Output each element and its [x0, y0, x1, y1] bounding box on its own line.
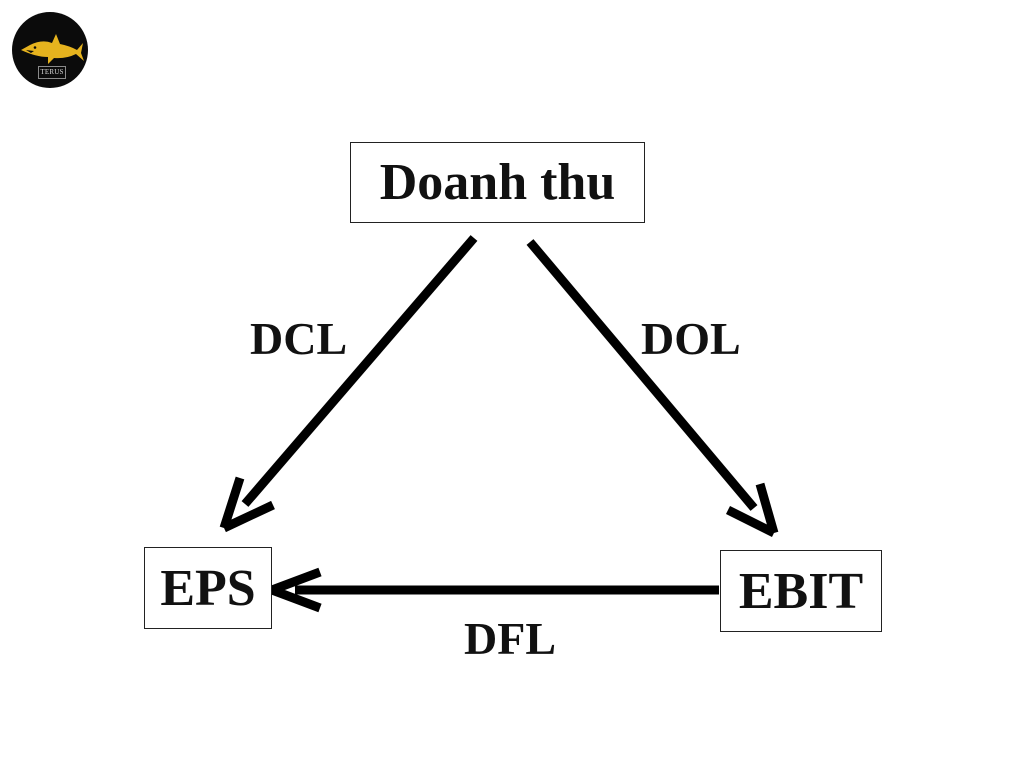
- arrow-dcl: [241, 235, 478, 507]
- arrowhead-dfl: [270, 567, 322, 613]
- arrowhead-dol: [725, 482, 779, 538]
- logo-text: TERUS: [38, 66, 66, 79]
- arrowhead-dcl: [219, 476, 275, 533]
- label-dfl: DFL: [464, 613, 556, 664]
- shark-icon: [21, 34, 84, 64]
- node-ebit: EBIT: [720, 550, 882, 632]
- node-eps: EPS: [144, 547, 272, 629]
- arrow-dol: [526, 239, 758, 511]
- label-dcl: DCL: [250, 313, 348, 364]
- label-dol: DOL: [641, 313, 741, 364]
- node-revenue: Doanh thu: [350, 142, 645, 223]
- terus-logo: TERUS: [12, 12, 88, 88]
